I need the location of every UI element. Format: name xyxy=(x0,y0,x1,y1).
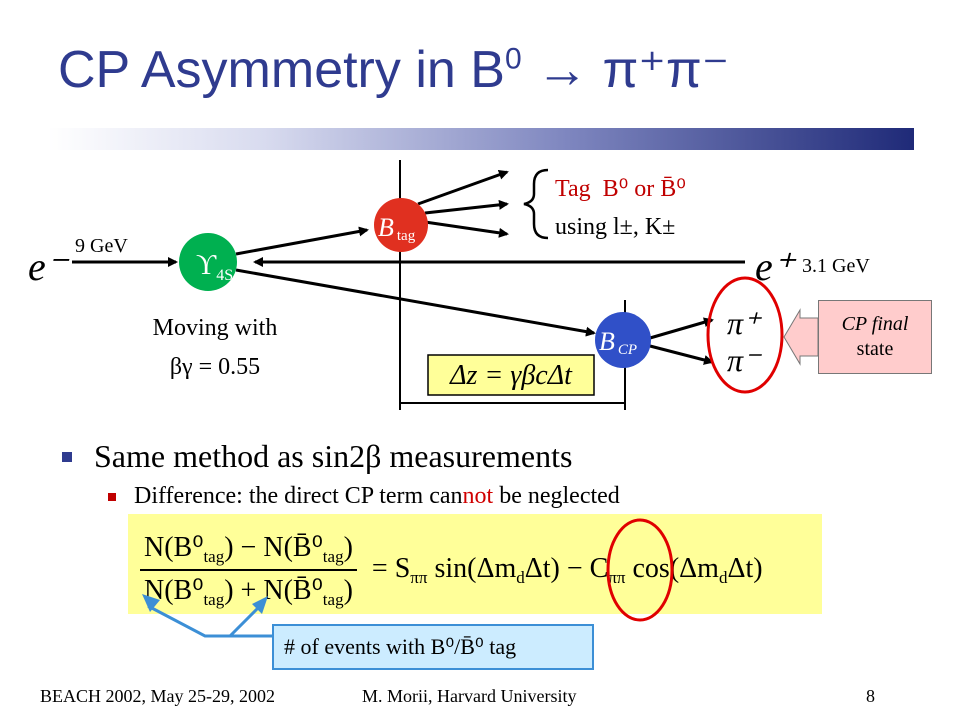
fraction-numerator: N(B⁰tag) − N(B̄⁰tag) xyxy=(140,528,357,571)
upsilon-symbol: ϒ xyxy=(196,250,217,281)
rhs-d-sub-2: d xyxy=(718,567,728,587)
den-tag-sub-2: tag xyxy=(322,590,344,609)
upsilon-circle xyxy=(179,233,237,291)
den-mid: ) + N(B̄⁰ xyxy=(224,575,323,606)
bullet-sub-after: be neglected xyxy=(493,483,620,509)
footer-author: M. Morii, Harvard University xyxy=(362,686,577,706)
moving-line-1: Moving with xyxy=(153,315,278,341)
electron-label: e⁻ xyxy=(28,244,70,289)
cp-final-state-callout: CP final state xyxy=(818,300,932,374)
bullet-square-icon xyxy=(62,451,72,462)
bullet-main-text: Same method as sin2β measurements xyxy=(94,438,573,474)
positron-label: e⁺ xyxy=(755,244,797,289)
rhs-start: = S xyxy=(371,552,411,584)
rhs-cos: cos(Δm xyxy=(625,552,719,584)
cp-final-pointer xyxy=(783,308,819,366)
title-prefix: CP Asymmetry in B xyxy=(58,41,505,99)
title-superscript: 0 xyxy=(504,42,522,76)
fraction-denominator: N(B⁰tag) + N(B̄⁰tag) xyxy=(140,571,357,612)
den-left: N(B⁰ xyxy=(144,575,204,606)
bullet-main: Same method as sin2β measurements xyxy=(62,438,572,475)
cp-final-line-2: state xyxy=(856,338,894,360)
bullet-sub-highlight: not xyxy=(462,483,494,509)
num-mid: ) − N(B̄⁰ xyxy=(224,532,323,563)
dz-box xyxy=(427,354,595,396)
positron-energy: 3.1 GeV xyxy=(802,255,870,277)
cp-final-line-1: CP final xyxy=(841,313,909,335)
rhs-end: Δt) xyxy=(727,552,763,584)
tag-brace xyxy=(523,168,549,240)
upsilon-subscript: 4S xyxy=(216,267,233,284)
upsilon-label: ϒ4S xyxy=(196,250,233,284)
bullet-small-square-icon xyxy=(108,492,116,501)
pion-highlight-ring xyxy=(706,276,784,394)
moving-line-2: βγ = 0.55 xyxy=(170,354,260,380)
title-arrow: → xyxy=(536,41,589,99)
tag-line-2: using l±, K± xyxy=(555,214,675,240)
num-tag-sub-1: tag xyxy=(203,547,225,566)
upsilon-to-btag-arrow xyxy=(235,226,369,256)
upsilon-to-bcp-arrow xyxy=(235,268,596,337)
bullet-sub-text: Difference: the direct CP term cannot be… xyxy=(134,483,620,510)
bcp-track-pi-plus xyxy=(649,317,714,340)
bcp-subscript: CP xyxy=(618,342,637,358)
slide-title: CP Asymmetry in B0 → π⁺π⁻ xyxy=(58,40,729,100)
btag-circle xyxy=(374,198,428,252)
num-tag-sub-2: tag xyxy=(322,547,344,566)
btag-track-3 xyxy=(424,220,509,238)
rhs-d-sub-1: d xyxy=(516,567,525,587)
footer-page-number: 8 xyxy=(866,686,875,706)
bcp-symbol: B xyxy=(599,327,615,356)
events-with-tag-box: # of events with B⁰/B̄⁰ tag xyxy=(272,624,594,670)
btag-subscript: tag xyxy=(397,228,416,244)
rhs-pipi-sub-2: ππ xyxy=(608,567,626,587)
rhs-sin: sin(Δm xyxy=(427,552,517,584)
title-gradient-bar xyxy=(48,128,914,150)
asymmetry-fraction: N(B⁰tag) − N(B̄⁰tag) N(B⁰tag) + N(B̄⁰tag… xyxy=(140,528,357,612)
pi-plus-label: π⁺ xyxy=(727,305,762,341)
den-tag-sub-1: tag xyxy=(203,590,225,609)
electron-energy: 9 GeV xyxy=(75,235,128,257)
pi-minus-label: π⁻ xyxy=(727,342,762,378)
asymmetry-formula: N(B⁰tag) − N(B̄⁰tag) N(B⁰tag) + N(B̄⁰tag… xyxy=(140,528,763,612)
rhs-mid: Δt) − C xyxy=(524,552,609,584)
dz-formula: Δz = γβcΔt xyxy=(449,360,573,391)
footer-conference: BEACH 2002, May 25-29, 2002 xyxy=(40,686,275,706)
bullet-sub: Difference: the direct CP term cannot be… xyxy=(108,483,620,510)
bcp-track-pi-minus xyxy=(649,344,714,365)
bullet-sub-before: Difference: the direct CP term can xyxy=(134,483,463,509)
btag-track-2 xyxy=(424,199,509,215)
btag-symbol: B xyxy=(378,213,394,242)
btag-track-1 xyxy=(417,170,509,206)
formula-rhs: = Sππ sin(ΔmdΔt) − Cππ cos(ΔmdΔt) xyxy=(372,553,763,588)
bcp-circle xyxy=(595,312,651,368)
num-left: N(B⁰ xyxy=(144,532,204,563)
tag-line-1: Tag B⁰ or B̄⁰ xyxy=(555,176,686,202)
den-end: ) xyxy=(343,575,353,606)
rhs-pipi-sub-1: ππ xyxy=(410,567,428,587)
asymmetry-formula-box xyxy=(128,514,822,614)
title-particles: π⁺π⁻ xyxy=(602,41,730,99)
num-end: ) xyxy=(343,532,353,563)
